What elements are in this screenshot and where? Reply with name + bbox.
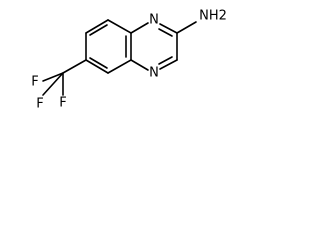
atom-f3-label: F <box>36 97 43 112</box>
bond-c2-amine <box>176 21 197 34</box>
atom-n4-label: N <box>149 66 159 81</box>
bond-n4-c4a <box>130 59 149 71</box>
bond-c5-c4a <box>107 59 132 74</box>
bond-c6-cf3 <box>62 59 87 74</box>
bond-c8a-c8 <box>107 19 132 34</box>
bond-n1-c2 <box>159 23 178 34</box>
bond-c8-c7 <box>85 19 109 34</box>
quinoxaline-structure: N N NH2 F F F <box>31 9 227 112</box>
atom-f1-label: F <box>31 75 38 90</box>
atom-n1-label: N <box>149 13 159 28</box>
bond-c8a-n1 <box>130 22 149 34</box>
bond-inner-n1-c2 <box>158 28 173 37</box>
bond-cf3-f3 <box>42 72 64 96</box>
bond-c3-n4 <box>159 59 178 70</box>
bond-inner-c6-c5 <box>89 57 108 69</box>
bond-cf3-f1 <box>42 72 64 82</box>
bond-inner-c3-n4 <box>158 56 173 65</box>
bond-c6-c5 <box>85 59 109 74</box>
bond-inner-c8-c7 <box>89 24 108 36</box>
atom-f2-label: F <box>59 96 66 111</box>
structure-canvas: N N NH2 F F F <box>0 0 273 137</box>
atom-amine-label: NH2 <box>199 9 227 24</box>
